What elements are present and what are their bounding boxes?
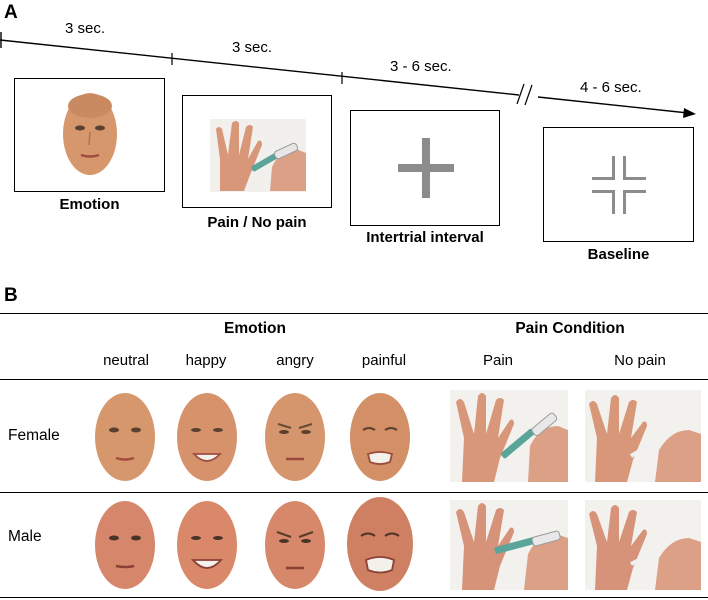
female-neutral-face [95,393,155,481]
timeline-arrow [0,32,696,118]
timing-emotion: 3 sec. [65,20,106,37]
timing-iti: 3 - 6 sec. [390,58,452,75]
column-painful: painful [361,352,407,369]
caption-pain: Pain / No pain [207,214,307,231]
header-pain-condition: Pain Condition [515,320,625,337]
female-face-image [63,93,117,175]
column-angry: angry [276,352,314,369]
male-painful-face [347,497,413,591]
fixation-cross-icon [398,138,454,198]
timing-pain: 3 sec. [232,39,273,56]
male-happy-face [177,501,237,589]
iti-screen [350,110,500,226]
panel-a-label: A [4,2,18,23]
baseline-screen [543,127,694,242]
split-cross-icon [592,156,646,214]
table-row-rule [0,492,708,493]
timing-baseline: 4 - 6 sec. [580,79,642,96]
panel-b-label: B [4,285,18,306]
female-angry-face [265,393,325,481]
female-happy-face [177,393,237,481]
emotion-screen [14,78,165,192]
header-emotion: Emotion [224,320,286,337]
table-header-rule [0,379,708,380]
row-label-male: Male [8,528,42,545]
column-happy: happy [185,352,227,369]
table-bottom-rule [0,597,708,598]
caption-emotion: Emotion [59,196,120,213]
hand-syringe-image [210,119,306,192]
male-no-pain-hand-image [585,500,701,590]
column-no-pain: No pain [614,352,666,369]
column-neutral: neutral [103,352,149,369]
caption-iti: Intertrial interval [366,229,484,246]
male-neutral-face [95,501,155,589]
column-pain: Pain [482,352,514,369]
male-pain-hand-image [450,500,568,590]
male-angry-face [265,501,325,589]
female-no-pain-hand-image [585,390,701,482]
row-label-female: Female [8,427,60,444]
female-pain-hand-image [450,390,568,482]
female-painful-face [350,393,410,481]
table-top-rule [0,313,708,314]
caption-baseline: Baseline [587,246,650,263]
pain-screen [182,95,332,208]
